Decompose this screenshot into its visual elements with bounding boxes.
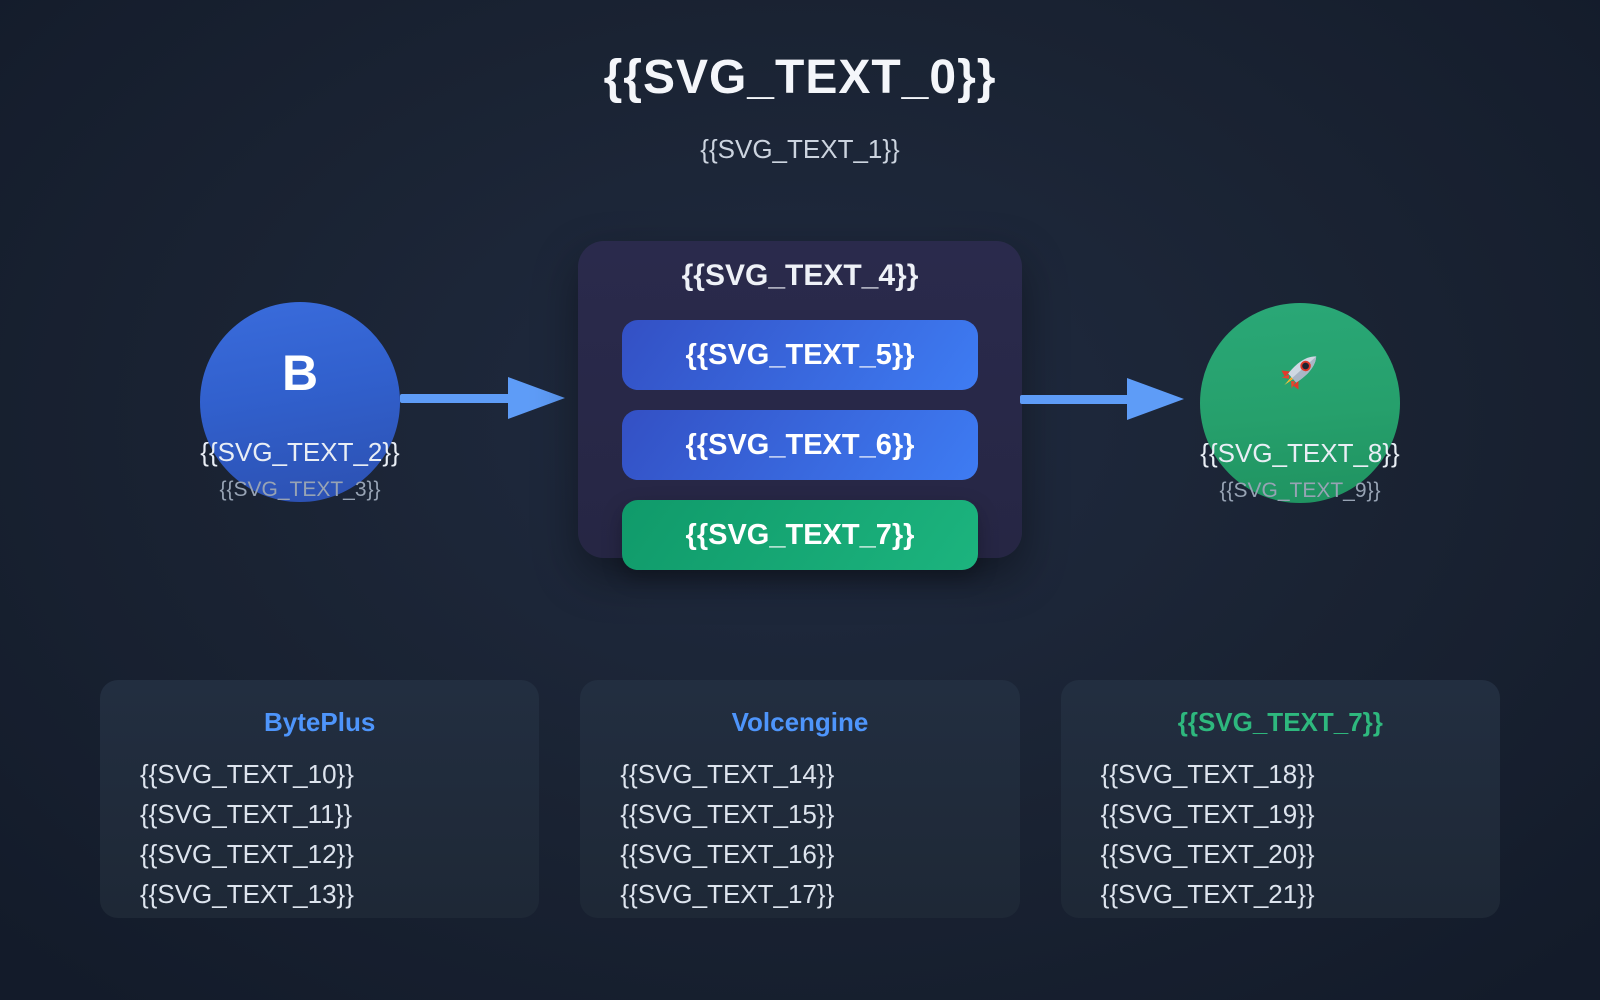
list-item: {{SVG_TEXT_17}}	[620, 879, 835, 909]
processor-pill-2[interactable]: {{SVG_TEXT_6}}	[622, 410, 978, 480]
list-item: {{SVG_TEXT_11}}	[140, 799, 352, 829]
processor-pill-3[interactable]: {{SVG_TEXT_7}}	[622, 500, 978, 570]
list-item: {{SVG_TEXT_19}}	[1100, 799, 1315, 829]
flow-arrow-left-head-icon	[508, 377, 565, 419]
page-subtitle: {{SVG_TEXT_1}}	[700, 134, 900, 164]
processor-title: {{SVG_TEXT_4}}	[681, 259, 919, 292]
source-letter-icon: B	[281, 345, 319, 401]
list-item: {{SVG_TEXT_18}}	[1100, 759, 1315, 789]
page-title: {{SVG_TEXT_0}}	[603, 51, 997, 104]
target-node-label: {{SVG_TEXT_8}}	[1200, 438, 1400, 468]
list-item: {{SVG_TEXT_15}}	[620, 799, 835, 829]
rocket-icon	[1275, 346, 1325, 396]
list-item: {{SVG_TEXT_21}}	[1100, 879, 1315, 909]
list-item: {{SVG_TEXT_20}}	[1100, 839, 1315, 869]
processor-box: {{SVG_TEXT_4}} {{SVG_TEXT_5}} {{SVG_TEXT…	[578, 241, 1022, 570]
list-item: {{SVG_TEXT_13}}	[140, 879, 354, 909]
card-third-title: {{SVG_TEXT_7}}	[1177, 707, 1383, 737]
list-item: {{SVG_TEXT_16}}	[620, 839, 835, 869]
source-node-sublabel: {{SVG_TEXT_3}}	[219, 478, 381, 501]
list-item: {{SVG_TEXT_14}}	[620, 759, 835, 789]
card-third: {{SVG_TEXT_7}} {{SVG_TEXT_18}} {{SVG_TEX…	[1060, 680, 1500, 918]
card-volcengine-title: Volcengine	[731, 707, 869, 737]
target-node-sublabel: {{SVG_TEXT_9}}	[1219, 479, 1381, 502]
card-byteplus: BytePlus {{SVG_TEXT_10}} {{SVG_TEXT_11}}…	[100, 680, 540, 918]
list-item: {{SVG_TEXT_12}}	[140, 839, 354, 869]
processor-pill-1[interactable]: {{SVG_TEXT_5}}	[622, 320, 978, 390]
card-byteplus-title: BytePlus	[264, 707, 376, 737]
card-volcengine: Volcengine {{SVG_TEXT_14}} {{SVG_TEXT_15…	[580, 680, 1020, 918]
list-item: {{SVG_TEXT_10}}	[140, 759, 354, 789]
flow-arrow-right	[1020, 395, 1129, 404]
flow-arrow-left	[400, 394, 510, 403]
flow-arrow-right-head-icon	[1127, 378, 1184, 420]
source-node-label: {{SVG_TEXT_2}}	[200, 437, 400, 467]
target-node-circle	[1200, 303, 1400, 503]
cards-row: BytePlus {{SVG_TEXT_10}} {{SVG_TEXT_11}}…	[100, 680, 1500, 918]
source-node-circle	[200, 302, 400, 502]
